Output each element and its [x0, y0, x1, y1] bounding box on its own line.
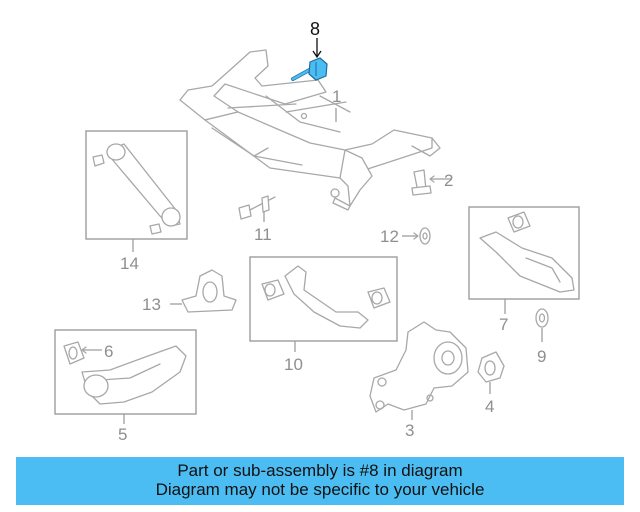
- callout-label-8: 8: [310, 19, 320, 39]
- callout-label-13: 13: [142, 295, 161, 314]
- bolt-part-11[interactable]: [238, 195, 276, 222]
- callout-label-5: 5: [118, 425, 127, 444]
- eccentric-bolt-part-8[interactable]: [291, 38, 328, 81]
- callout-label-1: 1: [332, 87, 341, 106]
- trailing-arm-part-5[interactable]: [54, 329, 197, 424]
- callout-label-4: 4: [485, 397, 494, 416]
- callout-label-14: 14: [120, 254, 139, 273]
- knuckle-part-3[interactable]: [369, 321, 469, 420]
- info-banner: Part or sub-assembly is #8 in diagram Di…: [16, 457, 624, 505]
- callout-label-12: 12: [380, 227, 399, 246]
- bolt-part-2[interactable]: [411, 169, 452, 196]
- callout-label-7: 7: [499, 315, 508, 334]
- subframe-part-1[interactable]: [179, 49, 441, 211]
- callout-label-11: 11: [254, 225, 272, 244]
- lateral-link-part-14[interactable]: [85, 130, 188, 252]
- banner-line-1: Part or sub-assembly is #8 in diagram: [177, 461, 463, 480]
- callout-label-9: 9: [537, 347, 546, 366]
- banner-line-2: Diagram may not be specific to your vehi…: [155, 480, 485, 499]
- washer-part-12[interactable]: [402, 227, 431, 245]
- callout-label-6: 6: [104, 342, 113, 361]
- callout-label-3: 3: [405, 421, 414, 440]
- washer-part-9[interactable]: [535, 308, 549, 342]
- callout-label-10: 10: [284, 355, 303, 374]
- mount-part-13[interactable]: [170, 269, 237, 313]
- callout-label-2: 2: [444, 171, 453, 190]
- upper-arm-part-10[interactable]: [249, 256, 398, 352]
- bushing-part-4[interactable]: [477, 351, 505, 394]
- lower-arm-part-7[interactable]: [468, 206, 580, 314]
- bushing-leader-part-6: [81, 346, 102, 354]
